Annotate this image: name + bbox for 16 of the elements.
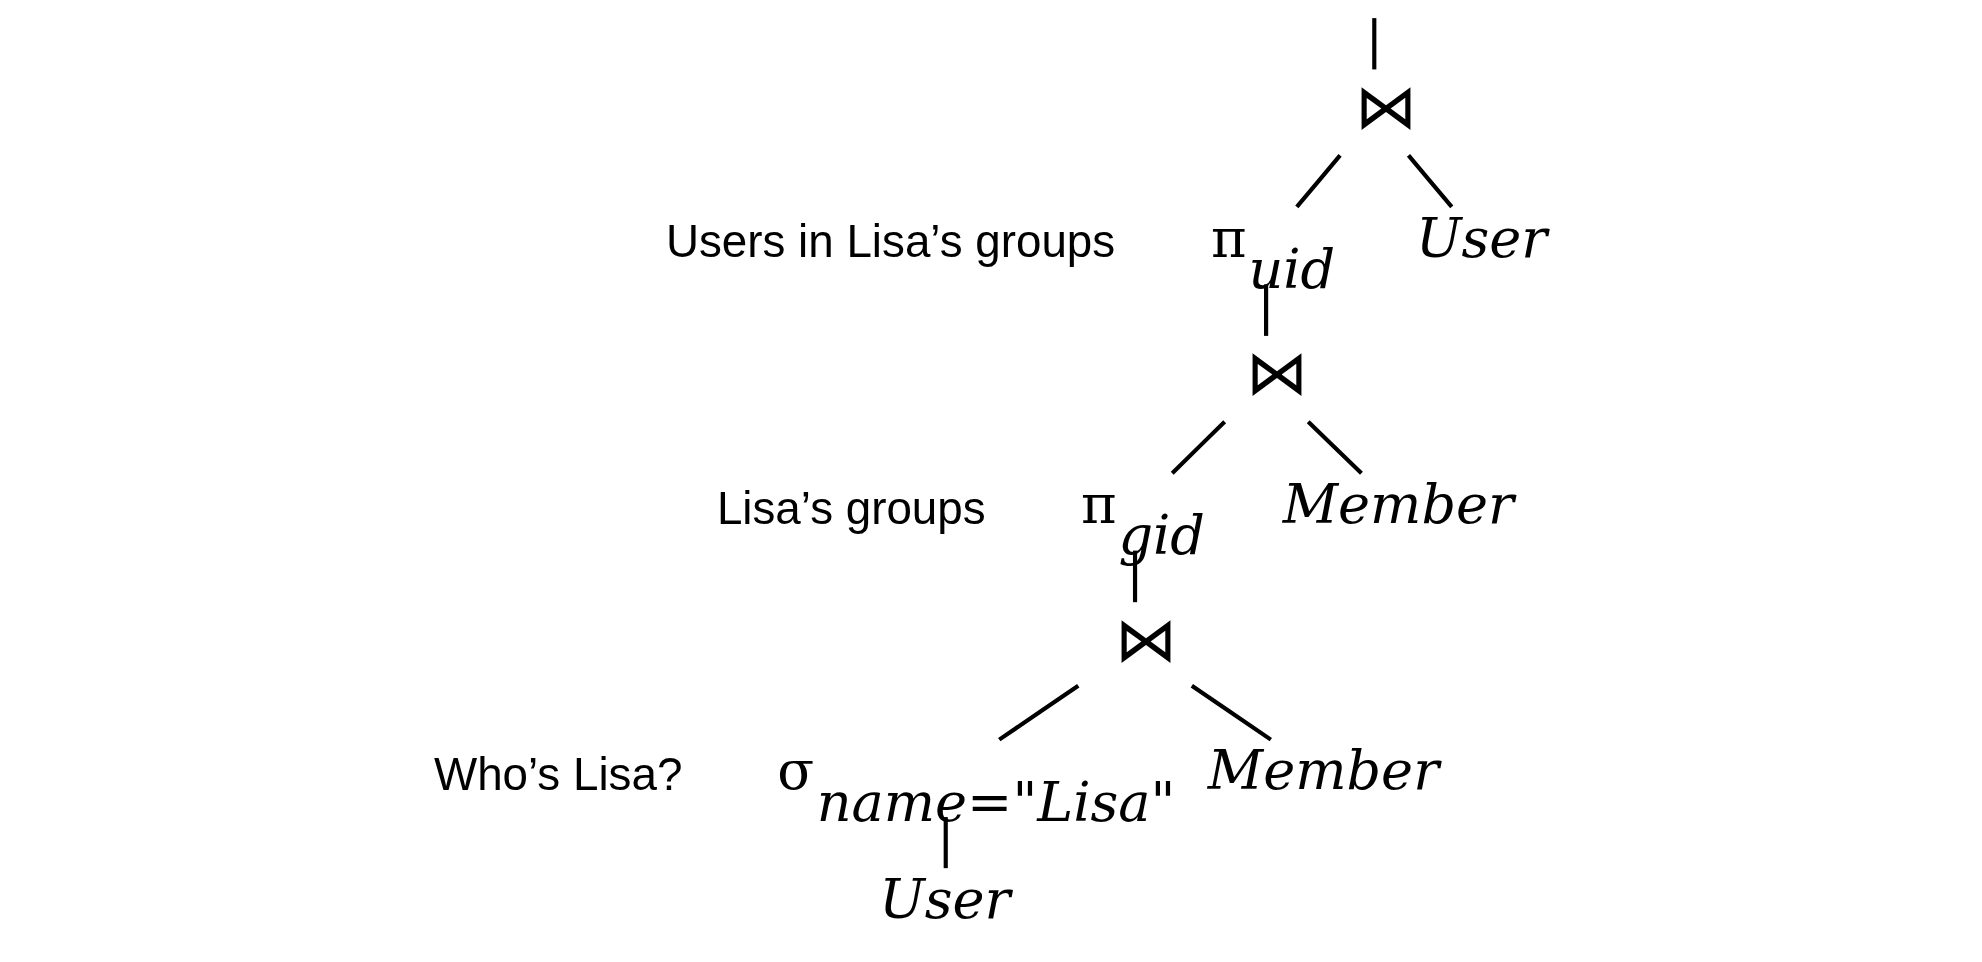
connector — [1263, 284, 1268, 336]
node-label: Users in Lisa’s groups — [665, 216, 1115, 268]
connector — [1371, 18, 1376, 70]
connector — [1294, 154, 1342, 209]
connector — [943, 817, 948, 869]
connector — [997, 684, 1079, 742]
connector — [1170, 420, 1226, 475]
connector — [1190, 684, 1272, 742]
connector — [1406, 154, 1453, 209]
node-text: ⋈ — [1354, 70, 1417, 144]
node-text: ⋈ — [1114, 602, 1177, 676]
node-label: Lisa’s groups — [716, 482, 986, 534]
node-text: ⋈ — [1245, 336, 1308, 410]
node-label: Who’s Lisa? — [433, 748, 682, 800]
connector — [1306, 420, 1363, 475]
connector — [1132, 550, 1137, 603]
